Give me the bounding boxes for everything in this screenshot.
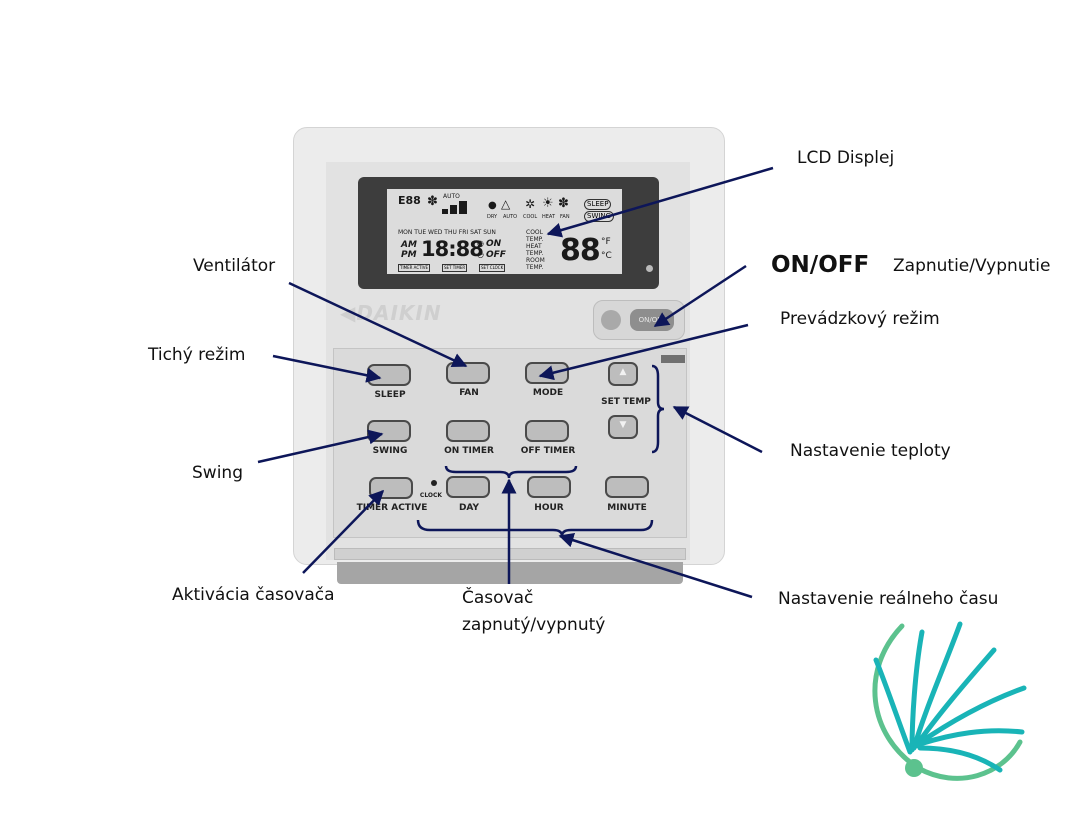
lcd-unit-fahrenheit: °F <box>601 237 611 247</box>
operation-lamp <box>601 310 621 330</box>
lcd-clock-digits: 18:88 <box>421 237 484 261</box>
clock-label: CLOCK <box>419 492 443 499</box>
lcd-sleep-indicator: SLEEP <box>584 199 612 210</box>
lcd-room-temp-label: TEMP. <box>526 264 544 271</box>
sleep-button-label: SLEEP <box>374 390 406 400</box>
cool-snowflake-icon: ✲ <box>525 197 536 211</box>
callout-set-temp: Nastavenie teploty <box>790 441 951 461</box>
off-timer-button-label: OFF TIMER <box>520 446 576 456</box>
minute-button-label: MINUTE <box>607 503 647 513</box>
lcd-temperature-digits: 88 <box>560 233 601 268</box>
lcd-weekdays: MON TUE WED THU FRI SAT SUN <box>398 229 496 236</box>
lcd-timer-off-clock-icon: ◷ <box>477 250 484 259</box>
fan-button-label: FAN <box>459 388 479 398</box>
mode-callout-arrow <box>538 323 749 381</box>
callout-real-time: Nastavenie reálneho času <box>778 589 999 609</box>
lcd-am: AM <box>401 240 417 250</box>
triangle-up-icon: ▲ <box>619 367 627 377</box>
callout-onoff-desc: Zapnutie/Vypnutie <box>893 256 1051 276</box>
clock-dot <box>431 480 437 486</box>
callout-fan: Ventilátor <box>193 256 276 276</box>
lcd-timer-active-box: TIMER ACTIVE <box>398 264 430 272</box>
lcd-set-timer-box: SET TIMER <box>442 264 468 272</box>
callout-mode: Prevádzkový režim <box>780 309 940 329</box>
hour-button-label: HOUR <box>534 503 564 513</box>
temp-up-button[interactable]: ▲ <box>608 362 638 386</box>
fan-speed-bars-icon <box>442 201 467 214</box>
callout-onoff-title: ON/OFF <box>771 252 870 278</box>
triangle-down-icon: ▼ <box>619 420 627 430</box>
lcd-fan-auto: AUTO <box>443 193 460 200</box>
callout-timer-line1: Časovač <box>462 588 534 608</box>
swing-button-label: SWING <box>372 446 408 456</box>
auto-triangle-icon: △ <box>501 197 511 211</box>
lcd-heat-label: HEAT <box>526 243 542 250</box>
sleep-callout-arrow <box>272 354 382 383</box>
set-temp-brace <box>651 364 665 454</box>
lcd-timer-on: ON <box>486 239 502 249</box>
fan-mode-icon: ✽ <box>558 196 569 211</box>
lcd-heat-temp-label: TEMP. <box>526 250 544 257</box>
swing-callout-arrow <box>257 429 384 464</box>
timer-active-callout-arrow <box>302 489 385 574</box>
lcd-cool-label: COOL <box>526 229 543 236</box>
real-time-brace <box>416 519 654 537</box>
day-button-label: DAY <box>458 503 480 513</box>
hour-button[interactable] <box>527 476 571 498</box>
lcd-display: E88 ✽ AUTO ● △ ✲ ☀ ✽ DRY AUTO COOL HEAT … <box>387 189 622 274</box>
on-timer-button[interactable] <box>446 420 490 442</box>
lcd-mode-dry: DRY <box>487 214 498 220</box>
callout-timer-line2: zapnutý/vypnutý <box>462 615 606 635</box>
timer-active-button-label: TIMER ACTIVE <box>356 503 428 513</box>
set-temp-label: SET TEMP <box>601 397 651 407</box>
lcd-code: E88 <box>398 194 421 207</box>
lcd-pm: PM <box>401 250 417 260</box>
lcd-led-indicator <box>646 265 653 272</box>
lcd-mode-heat: HEAT <box>542 214 556 220</box>
fan-callout-arrow <box>288 281 468 368</box>
on-timer-button-label: ON TIMER <box>444 446 494 456</box>
fan-button[interactable] <box>446 362 490 384</box>
callout-timer-active: Aktivácia časovača <box>172 585 335 605</box>
lcd-cool-temp-label: TEMP. <box>526 236 544 243</box>
lcd-timer-on-clock-icon: ◷ <box>477 239 484 248</box>
set-temp-callout-arrow <box>672 405 763 454</box>
real-time-callout-arrow <box>558 532 753 599</box>
lcd-mode-auto: AUTO <box>503 214 518 220</box>
lcd-room-label: ROOM <box>526 257 545 264</box>
lcd-mode-fan: FAN <box>560 214 570 220</box>
lcd-unit-celsius: °C <box>601 251 612 261</box>
lcd-swing-indicator: SWING <box>584 211 615 222</box>
callout-lcd-display: LCD Displej <box>797 148 895 168</box>
callout-sleep: Tichý režim <box>148 345 246 365</box>
lcd-mode-cool: COOL <box>523 214 538 220</box>
mode-button-label: MODE <box>532 388 564 398</box>
fan-icon: ✽ <box>427 194 438 209</box>
lcd-set-clock-box: SET CLOCK <box>479 264 506 272</box>
off-timer-button[interactable] <box>525 420 569 442</box>
lcd-callout-arrow <box>546 166 774 238</box>
panel-cover-tab <box>661 355 685 363</box>
day-button[interactable] <box>446 476 490 498</box>
heat-sun-icon: ☀ <box>542 196 554 211</box>
onoff-callout-arrow <box>653 264 747 328</box>
timer-brace <box>444 465 578 479</box>
temp-down-button[interactable]: ▼ <box>608 415 638 439</box>
lcd-timer-off: OFF <box>486 250 506 260</box>
callout-swing: Swing <box>192 463 243 483</box>
minute-button[interactable] <box>605 476 649 498</box>
dry-drop-icon: ● <box>488 200 497 211</box>
brand-triangle-icon: ◀ <box>340 301 357 325</box>
company-logo-icon <box>872 621 1027 781</box>
